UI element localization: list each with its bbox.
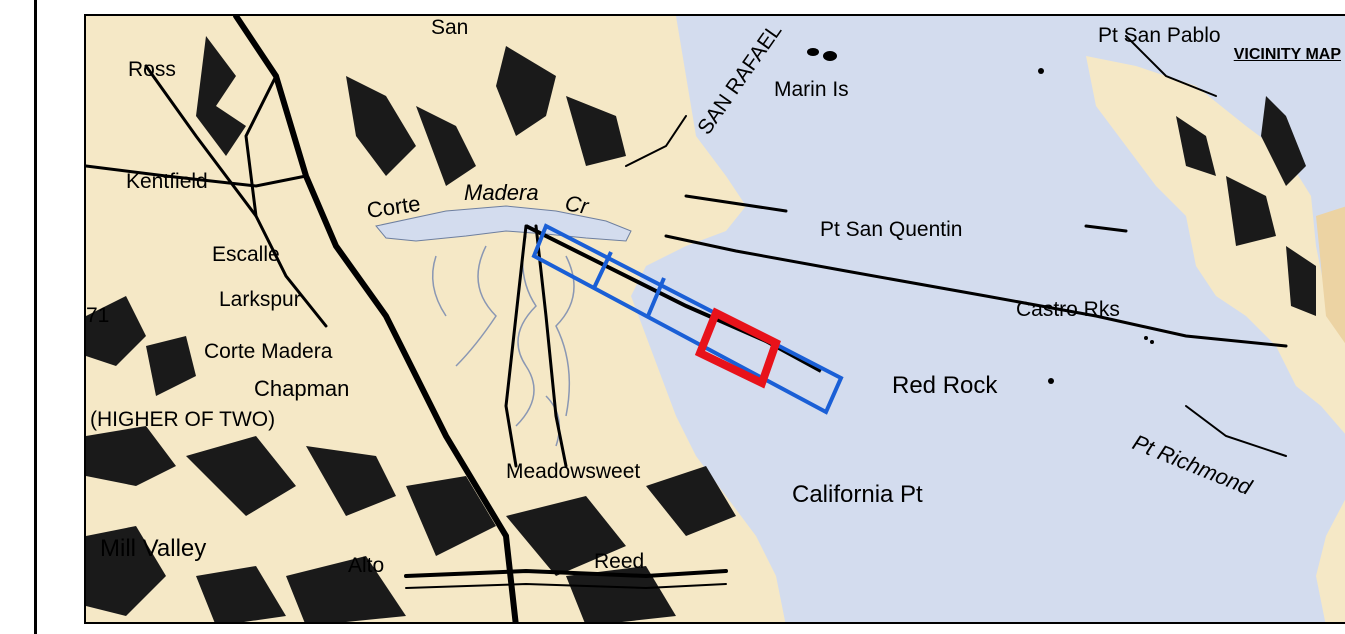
label-pt-san-pablo: Pt San Pablo	[1098, 24, 1221, 47]
left-border-line	[34, 0, 37, 634]
label-chapman: Chapman	[254, 376, 349, 401]
highlight-area	[694, 307, 781, 389]
island-markers	[807, 48, 1154, 384]
road-network	[86, 16, 1288, 622]
vicinity-map: Ross San SAN RAFAEL Marin Is Pt San Pabl…	[84, 14, 1345, 624]
label-meadowsweet: Meadowsweet	[506, 460, 640, 483]
label-mill-valley: Mill Valley	[100, 535, 206, 562]
label-marin-is: Marin Is	[774, 78, 849, 101]
label-pt-san-quentin: Pt San Quentin	[820, 218, 962, 241]
label-ross: Ross	[128, 58, 176, 81]
map-canvas: Ross San SAN RAFAEL Marin Is Pt San Pabl…	[86, 16, 1345, 622]
label-kentfield: Kentfield	[126, 170, 208, 193]
label-red-rock: Red Rock	[892, 372, 998, 399]
label-san: San	[431, 16, 468, 39]
label-higher-of-two: (HIGHER OF TWO)	[90, 408, 275, 431]
pt-richmond-land	[1316, 499, 1345, 622]
label-escalle: Escalle	[212, 243, 280, 266]
label-castro-rks: Castro Rks	[1016, 298, 1120, 321]
richmond-peninsula	[1086, 56, 1345, 434]
corte-madera-creek	[375, 205, 632, 242]
terrain-shading	[86, 36, 1316, 622]
label-71: 71	[86, 304, 109, 327]
label-california-pt: California Pt	[792, 481, 923, 508]
label-larkspur: Larkspur	[219, 288, 301, 311]
label-corte-madera: Corte Madera	[204, 340, 333, 363]
map-title: VICINITY MAP	[1233, 46, 1341, 63]
label-alto: Alto	[348, 554, 384, 577]
label-reed: Reed	[594, 550, 644, 573]
label-madera: Madera	[464, 180, 539, 205]
richmond-tan-hills	[1316, 206, 1345, 344]
